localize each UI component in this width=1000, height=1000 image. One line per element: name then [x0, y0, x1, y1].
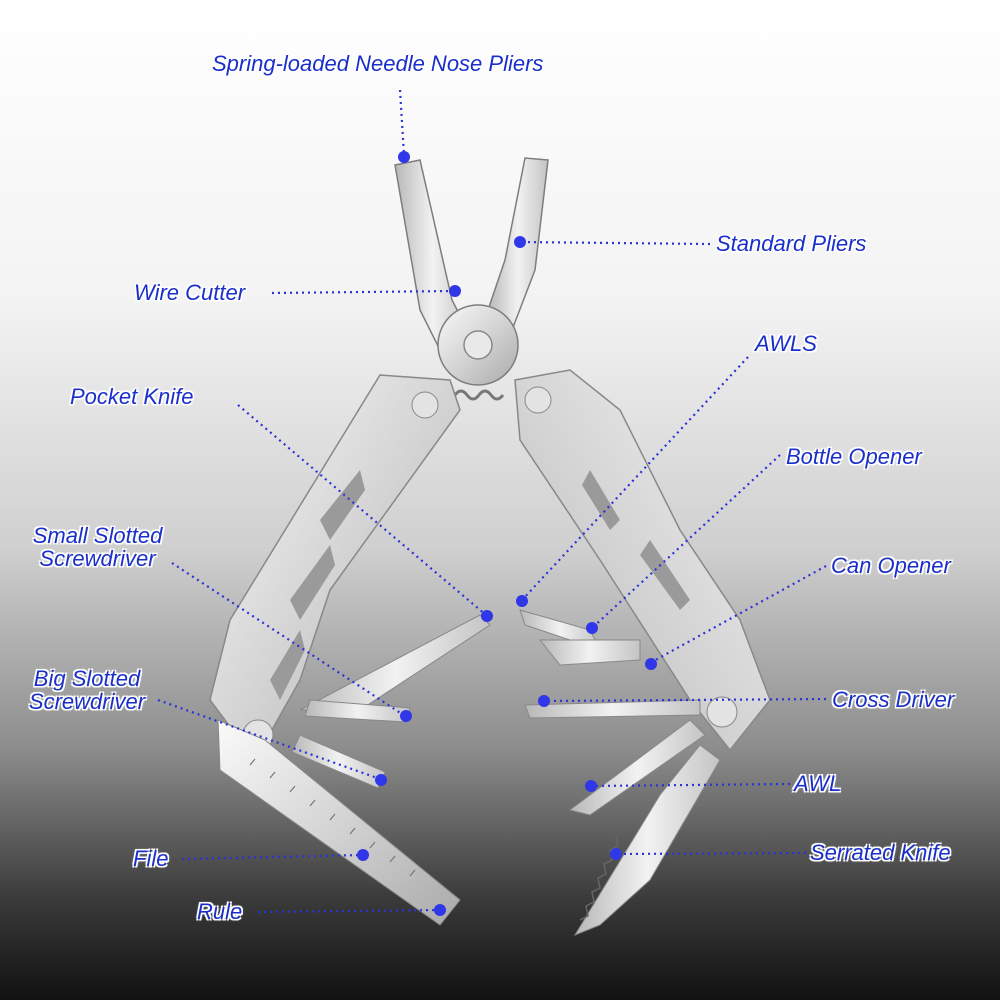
- serration-teeth: [579, 835, 619, 921]
- label-small-slotted-screwdriver-line1: Small Slotted: [32, 523, 163, 548]
- label-file: File: [133, 846, 169, 871]
- label-can-opener: Can Opener: [831, 553, 951, 578]
- marker-dot-serrated-knife: [610, 848, 622, 860]
- label-needle-nose-pliers: Spring-loaded Needle Nose Pliers: [212, 51, 544, 76]
- marker-dot-wire-cutter: [449, 285, 461, 297]
- leader-line-standard-pliers: [519, 240, 711, 246]
- leader-line-file: [181, 853, 363, 861]
- label-standard-pliers: Standard Pliers: [716, 231, 867, 256]
- label-awls: AWLS: [755, 331, 817, 356]
- serrated-knife-blade: [573, 744, 721, 937]
- right-handle-rivet-bottom: [706, 696, 738, 728]
- marker-dot-big-slotted-screwdriver: [375, 774, 387, 786]
- cross-driver-blade: [524, 699, 701, 719]
- marker-dot-rule: [434, 904, 446, 916]
- bottle-opener-blade: [538, 639, 641, 666]
- marker-dot-pocket-knife: [481, 610, 493, 622]
- left-handle-rivet-top: [411, 391, 439, 419]
- big-screwdriver-blade: [291, 734, 386, 789]
- left-handle: [209, 374, 461, 762]
- marker-dot-standard-pliers: [514, 236, 526, 248]
- label-small-slotted-screwdriver-line2: Screwdriver: [39, 546, 156, 571]
- right-handle: [514, 369, 771, 752]
- leader-line-serrated-knife: [615, 851, 807, 856]
- marker-dot-needle-nose-pliers: [398, 151, 410, 163]
- marker-dot-cross-driver: [538, 695, 550, 707]
- right-handle-cutout-2: [640, 540, 690, 610]
- label-big-slotted-screwdriver-line1: Big Slotted: [33, 666, 141, 691]
- awl-blade: [568, 719, 706, 816]
- right-handle-rivet-top: [524, 386, 552, 414]
- label-awl: AWL: [794, 771, 842, 796]
- label-rule: Rule: [197, 899, 243, 924]
- label-serrated-knife: Serrated Knife: [810, 840, 951, 865]
- marker-dot-can-opener: [645, 658, 657, 670]
- leader-line-small-slotted-screwdriver: [171, 562, 406, 717]
- leader-line-wire-cutter: [271, 289, 455, 295]
- label-pocket-knife: Pocket Knife: [70, 384, 194, 409]
- label-wire-cutter: Wire Cutter: [134, 280, 246, 305]
- marker-dot-awls: [516, 595, 528, 607]
- spring: [453, 389, 505, 401]
- leader-line-needle-nose-pliers: [398, 89, 406, 156]
- leader-line-rule: [257, 908, 441, 914]
- leader-line-awls: [521, 356, 749, 601]
- pivot-screw: [463, 330, 493, 360]
- leader-lines: [157, 89, 827, 914]
- small-screwdriver-blade: [304, 699, 411, 723]
- marker-dot-awl: [585, 780, 597, 792]
- marker-dot-bottle-opener: [586, 622, 598, 634]
- marker-dots: [357, 151, 657, 916]
- label-big-slotted-screwdriver: Big Slotted Screwdriver: [12, 667, 162, 713]
- file-and-rule-arm: [217, 719, 461, 926]
- leader-line-cross-driver: [543, 697, 827, 703]
- marker-dot-file: [357, 849, 369, 861]
- label-cross-driver: Cross Driver: [832, 687, 955, 712]
- label-big-slotted-screwdriver-line2: Screwdriver: [28, 689, 146, 714]
- leader-line-pocket-knife: [237, 404, 487, 616]
- marker-dot-small-slotted-screwdriver: [400, 710, 412, 722]
- left-handle-cutout-2: [290, 545, 335, 620]
- leader-line-bottle-opener: [591, 454, 781, 629]
- pocket-knife-blade: [299, 614, 491, 711]
- label-bottle-opener: Bottle Opener: [786, 444, 922, 469]
- left-handle-cutout-3: [270, 630, 305, 700]
- left-handle-cutout-1: [320, 470, 365, 540]
- rule-ticks: [249, 758, 416, 877]
- right-handle-cutout-1: [582, 470, 620, 530]
- label-small-slotted-screwdriver: Small Slotted Screwdriver: [20, 524, 175, 570]
